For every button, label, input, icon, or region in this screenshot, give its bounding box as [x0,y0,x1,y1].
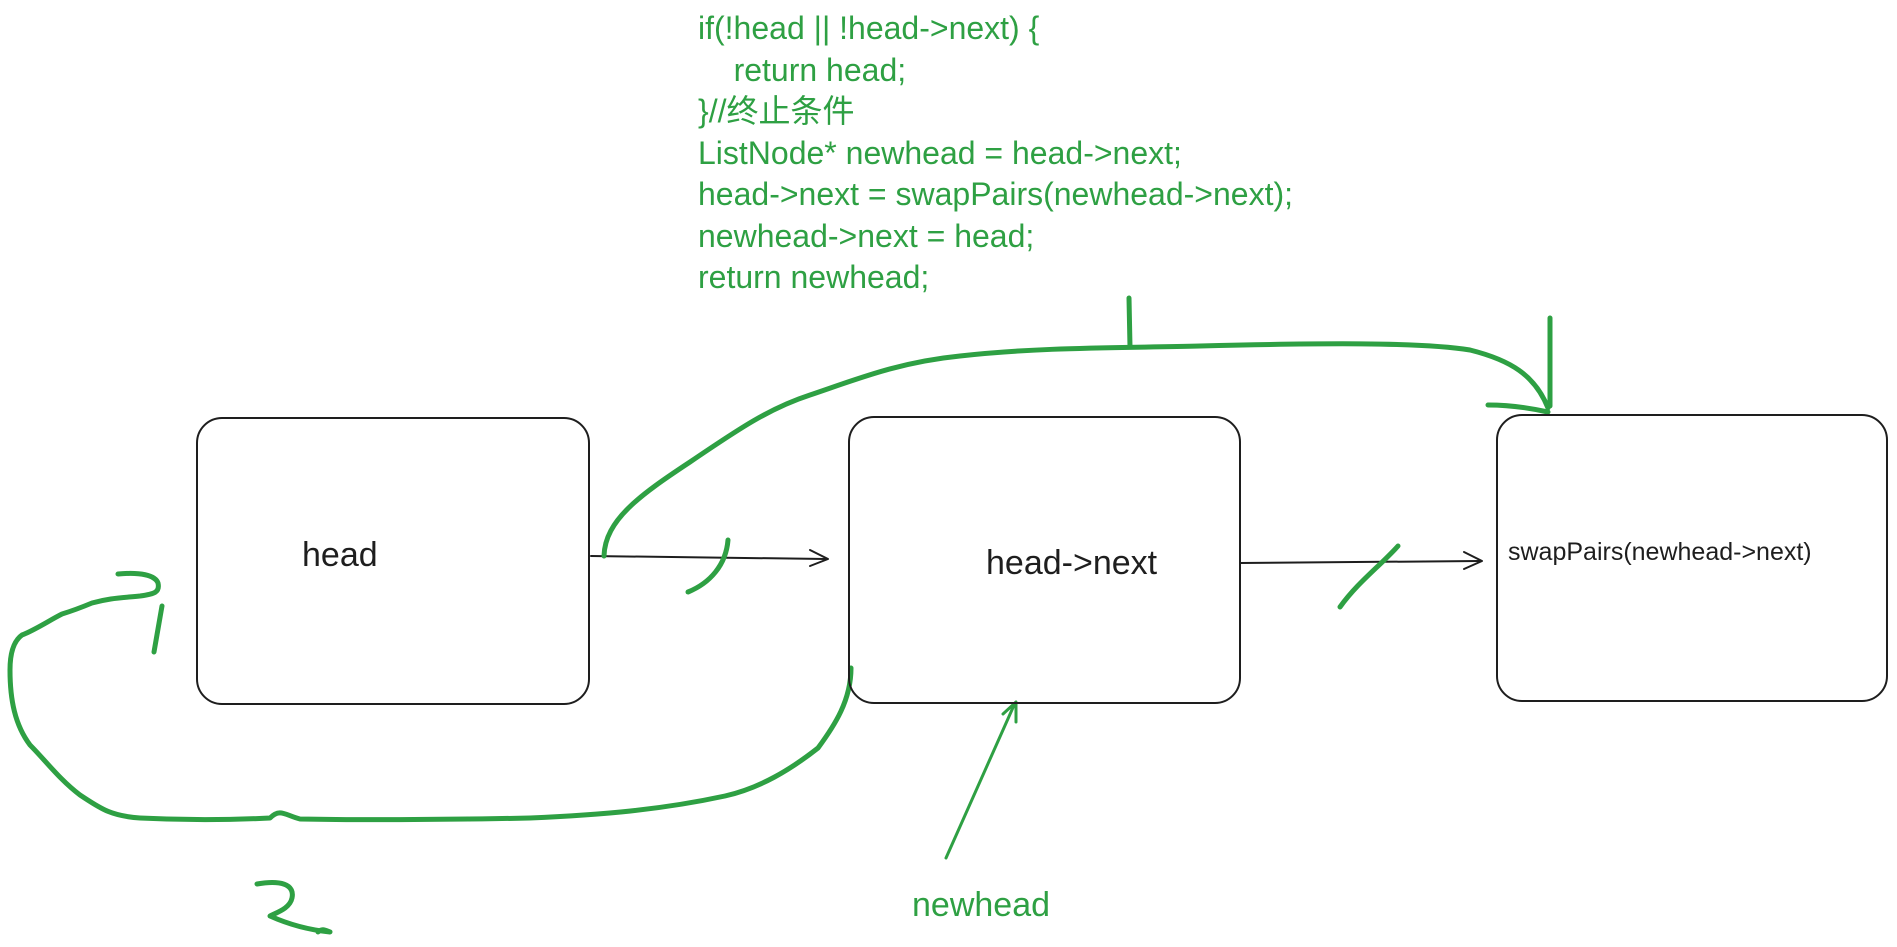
recursion-code-block: if(!head || !head->next) { return head; … [698,8,1293,299]
node-swappairs-label: swapPairs(newhead->next) [1508,538,1812,566]
green-strike-mark-1 [685,537,731,595]
green-step-two-stroke [254,880,333,935]
code-line: }//终止条件 [698,93,855,129]
code-line: return newhead; [698,259,930,295]
green-arc-to-swappairs [601,341,1551,559]
green-arrowhead-swappairs [1485,315,1553,415]
code-line: newhead->next = head; [698,217,1035,254]
green-strike-mark-2 [1337,543,1401,610]
green-tick-top [1126,295,1133,350]
green-step-one-stroke [151,603,165,655]
code-line: ListNode* newhead = head->next; [698,134,1182,171]
newhead-label: newhead [912,886,1051,924]
arrow-head-to-next [590,549,829,567]
arrow-next-to-swappairs [1239,551,1483,570]
node-head-label: head [302,536,378,574]
node-head-next-label: head->next [986,544,1158,582]
green-arrow-newhead [944,700,1018,860]
code-line: return head; [698,51,907,88]
code-line: head->next = swapPairs(newhead->next); [698,176,1294,212]
code-line: if(!head || !head->next) { [698,10,1040,46]
node-head-next-box [848,416,1241,704]
node-swappairs-box [1496,414,1888,702]
node-head-box [196,417,590,705]
green-loop-to-head [7,570,854,823]
